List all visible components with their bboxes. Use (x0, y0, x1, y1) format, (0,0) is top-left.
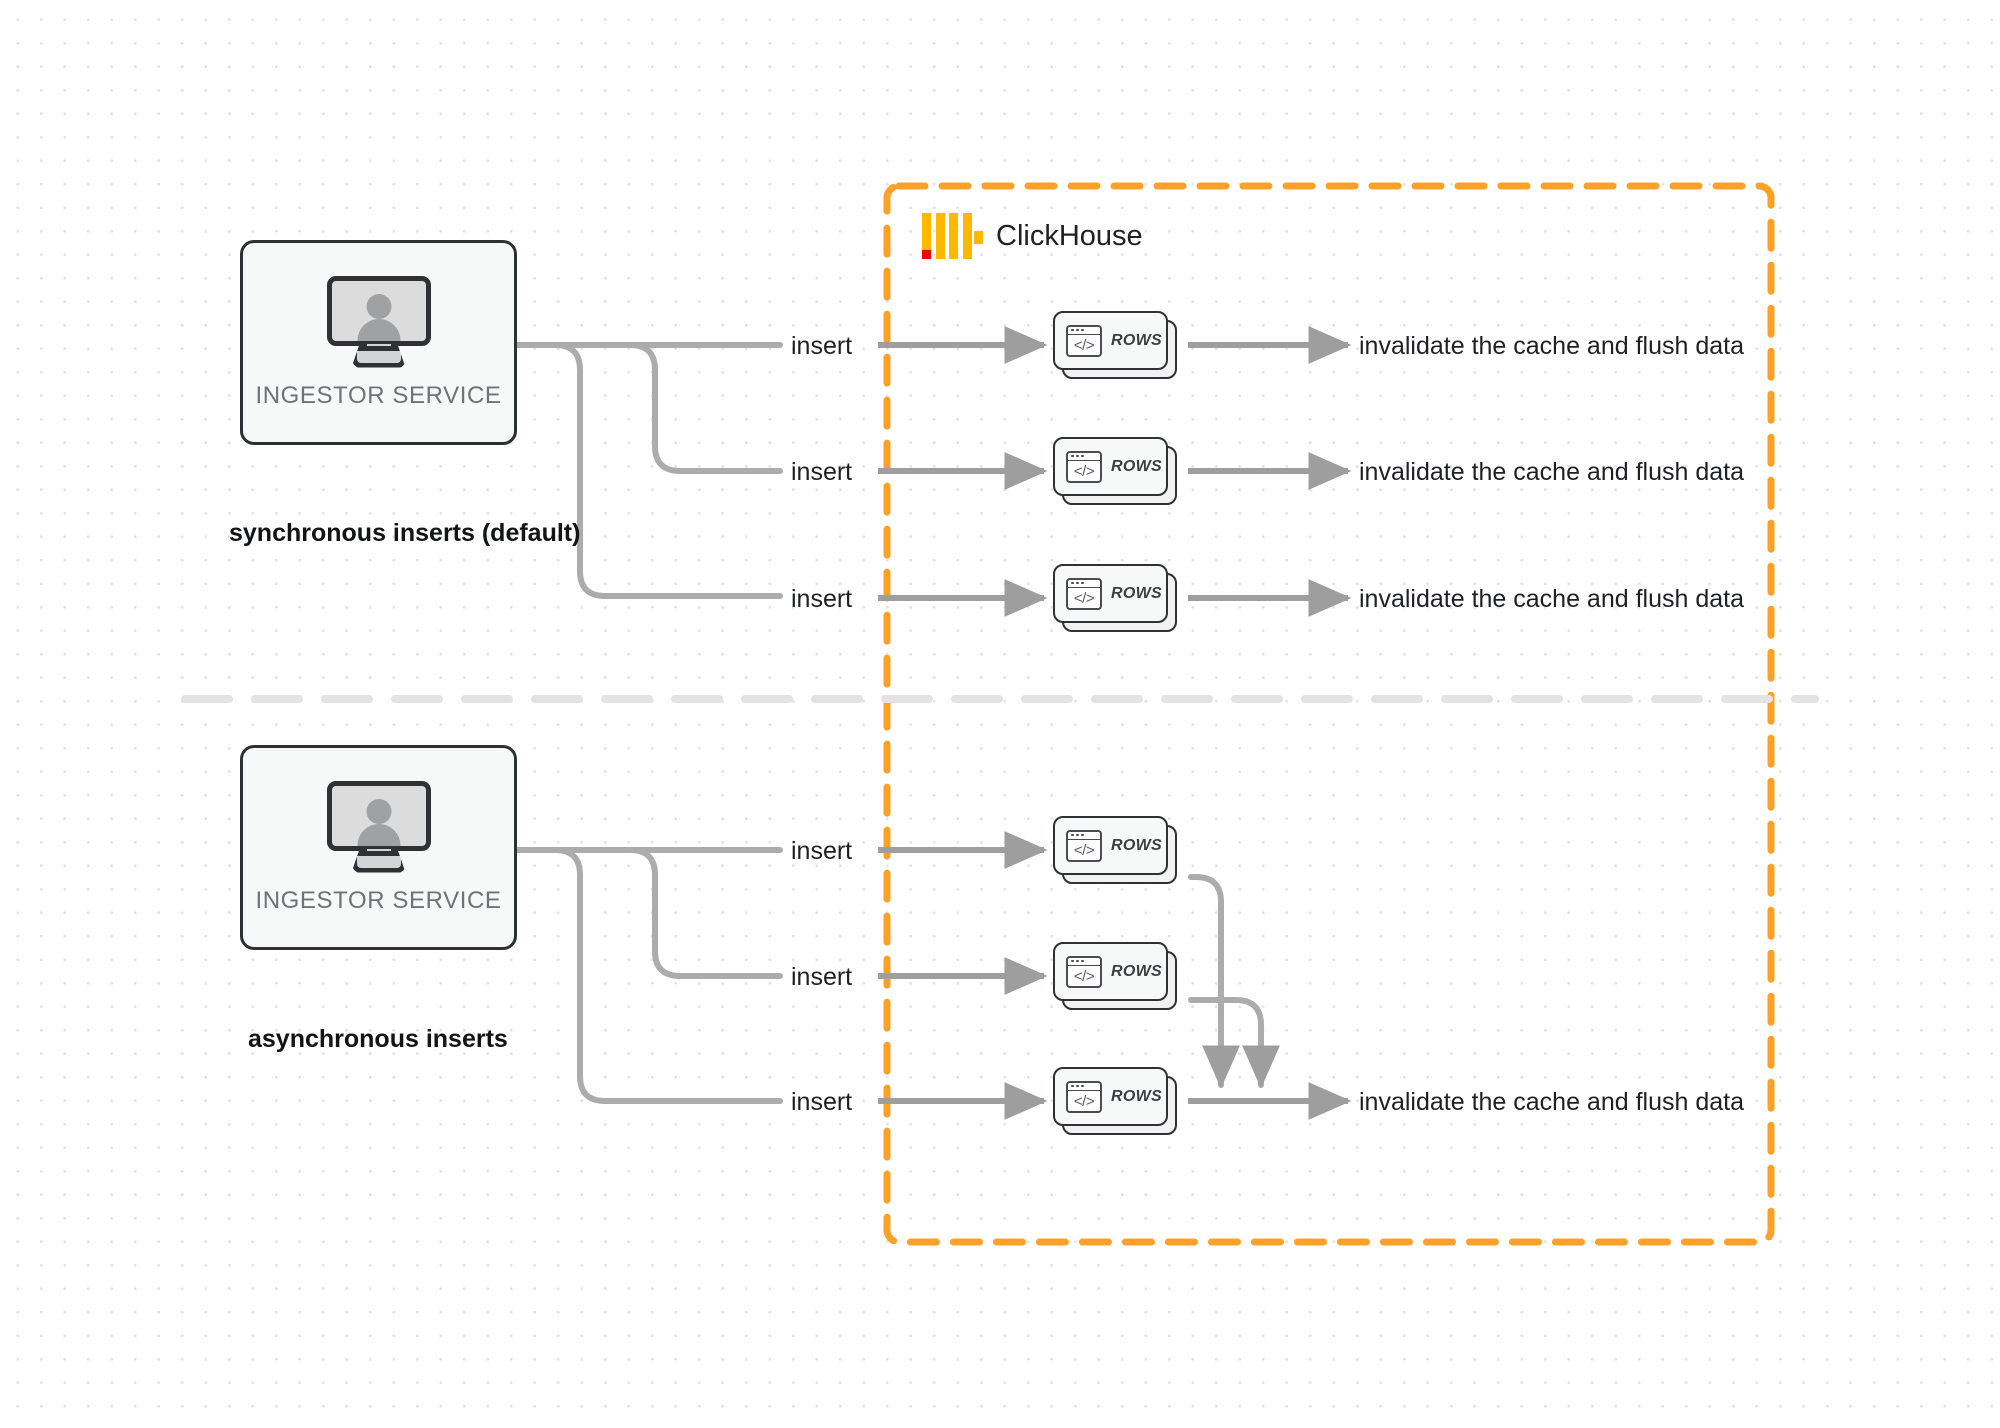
sync-insert-label-1: insert (791, 332, 853, 360)
sync-branch-middle (514, 342, 783, 474)
code-window-icon: </> (1066, 1080, 1102, 1113)
sync-section-caption: synchronous inserts (default) (229, 519, 581, 547)
async-merged-outcome-label: invalidate the cache and flush data (1359, 1088, 1744, 1116)
code-window-icon: </> (1066, 829, 1102, 862)
sync-rows-card-label-1: ROWS (1111, 331, 1162, 349)
sync-insert-label-3: insert (791, 585, 853, 613)
async-section-caption: asynchronous inserts (248, 1025, 508, 1053)
sync-rows-card-label-2: ROWS (1111, 457, 1162, 475)
async-merge-from-card-2 (1188, 997, 1281, 1089)
async-insert-label-1: insert (791, 837, 853, 865)
sync-branch-bottom (514, 342, 783, 599)
sync-ingestor-service-node[interactable]: INGESTOR SERVICE (240, 240, 517, 445)
sync-outcome-label-3: invalidate the cache and flush data (1359, 585, 1744, 613)
async-rows-card-label-1: ROWS (1111, 836, 1162, 854)
async-rows-card-1[interactable]: </> ROWS (1053, 816, 1177, 884)
async-merge-from-card-1 (1188, 874, 1241, 1089)
code-window-icon: </> (1066, 955, 1102, 988)
code-window-icon: </> (1066, 324, 1102, 357)
sync-rows-card-label-3: ROWS (1111, 584, 1162, 602)
sync-outcome-label-2: invalidate the cache and flush data (1359, 458, 1744, 486)
sync-outcome-label-1: invalidate the cache and flush data (1359, 332, 1744, 360)
async-rows-card-3[interactable]: </> ROWS (1053, 1067, 1177, 1135)
sync-ingestor-service-label: INGESTOR SERVICE (255, 381, 502, 409)
async-insert-label-3: insert (791, 1088, 853, 1116)
clickhouse-logo-icon (922, 213, 983, 259)
async-ingestor-service-node[interactable]: INGESTOR SERVICE (240, 745, 517, 950)
async-rows-card-label-3: ROWS (1111, 1087, 1162, 1105)
clickhouse-brand: ClickHouse (922, 213, 1143, 259)
async-branch-middle (514, 847, 783, 979)
sync-rows-card-3[interactable]: </> ROWS (1053, 564, 1177, 632)
sync-rows-card-2[interactable]: </> ROWS (1053, 437, 1177, 505)
async-insert-label-2: insert (791, 963, 853, 991)
async-rows-card-2[interactable]: </> ROWS (1053, 942, 1177, 1010)
async-rows-card-label-2: ROWS (1111, 962, 1162, 980)
clickhouse-brand-name: ClickHouse (996, 219, 1143, 252)
sync-rows-card-1[interactable]: </> ROWS (1053, 311, 1177, 379)
async-branch-bottom (514, 847, 783, 1104)
monitor-user-icon (326, 780, 431, 873)
code-window-icon: </> (1066, 577, 1102, 610)
clickhouse-boundary-box (883, 182, 1775, 1246)
monitor-user-icon (326, 275, 431, 368)
sync-insert-label-2: insert (791, 458, 853, 486)
code-window-icon: </> (1066, 450, 1102, 483)
async-ingestor-service-label: INGESTOR SERVICE (255, 886, 502, 914)
